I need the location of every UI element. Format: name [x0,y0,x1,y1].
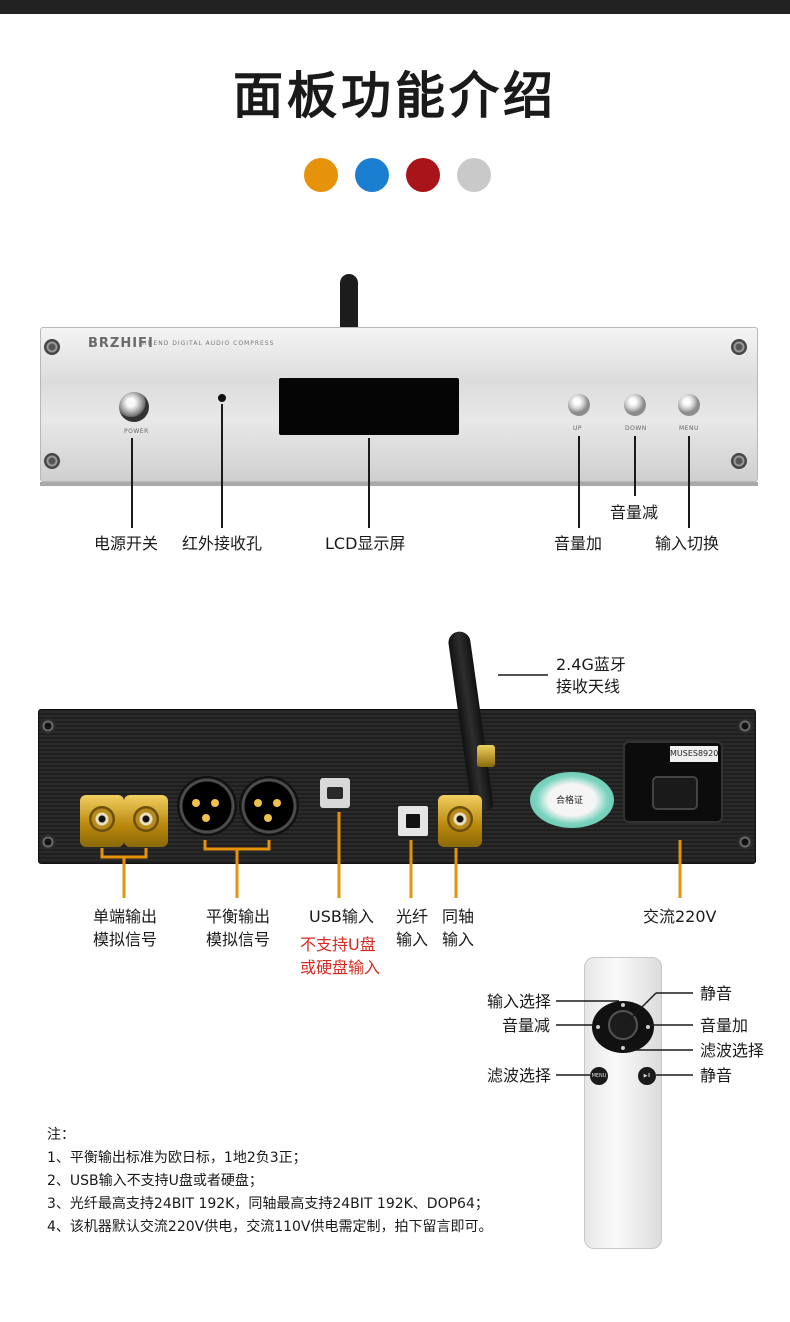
label-power-switch: 电源开关 [94,534,159,553]
top-bar [0,0,790,14]
remote-dot [621,1046,625,1050]
label-single-ended-2: 模拟信号 [93,930,158,949]
note-item: 1、平衡输出标准为欧日标，1地2负3正； [47,1150,307,1166]
remote-label-filter-right: 滤波选择 [700,1041,765,1060]
coaxial-input-port [438,795,482,847]
label-ir-receiver: 红外接收孔 [182,534,263,553]
label-optical-1: 光纤 [396,907,429,926]
up-caption: UP [573,425,583,432]
power-caption: POWER [124,428,149,435]
note-item: 3、光纤最高支持24BIT 192K，同轴最高支持24BIT 192K、DOP6… [47,1196,489,1212]
label-coaxial-2: 输入 [442,930,475,949]
label-usb-input: USB输入 [309,907,374,926]
usb-b-port [320,778,350,808]
ir-receiver [218,394,226,402]
menu-caption: MENU [679,425,699,432]
remote-label-mute-top: 静音 [700,984,733,1003]
label-coaxial-1: 同轴 [442,907,475,926]
color-dot-grey [457,158,491,192]
page-title: 面板功能介绍 [233,67,557,125]
remote-menu-button: MENU [590,1067,608,1085]
remote-dot [621,1003,625,1007]
xlr-pin [264,814,272,822]
notes-heading: 注： [47,1127,75,1143]
screw-icon [40,718,56,734]
label-balanced-1: 平衡输出 [206,907,271,926]
label-lcd-display: LCD显示屏 [325,534,406,553]
sticker-text: 合格证 [556,796,584,806]
screw-icon [44,339,60,355]
screw-icon [731,453,747,469]
down-caption: DOWN [625,425,647,432]
note-item: 2、USB输入不支持U盘或者硬盘； [47,1173,263,1189]
rca-output-right [124,795,168,847]
remote-center-button [608,1010,638,1040]
iec-tag: MUSES8920 [670,746,718,762]
power-knob [119,392,149,422]
label-volume-down: 音量减 [610,503,659,522]
label-input-switch: 输入切换 [655,534,720,553]
color-dot-orange [304,158,338,192]
screw-icon [737,718,753,734]
up-button-knob [568,394,590,416]
rca-output-left [80,795,124,847]
screw-icon [40,834,56,850]
screw-icon [44,453,60,469]
remote-label-volume-up: 音量加 [700,1016,749,1035]
screw-icon [731,339,747,355]
optical-input-port [398,806,428,836]
xlr-pin [211,799,219,807]
xlr-output-right [239,776,299,836]
remote-label-filter-left: 滤波选择 [487,1066,552,1085]
brand-subtitle: HI-END DIGITAL AUDIO COMPRESS [142,340,275,347]
xlr-output-left [177,776,237,836]
remote-play-button: ▶II [638,1067,656,1085]
certificate-sticker [530,772,614,828]
remote-label-mute-bottom: 静音 [700,1066,733,1085]
label-usb-warning-2: 或硬盘输入 [300,958,381,977]
label-ac-power: 交流220V [643,907,717,926]
down-button-knob [624,394,646,416]
lcd-screen [279,378,459,435]
label-usb-warning-1: 不支持U盘 [300,935,376,954]
color-dot-blue [355,158,389,192]
screw-icon [737,834,753,850]
xlr-pin [254,799,262,807]
xlr-pin [192,799,200,807]
label-balanced-2: 模拟信号 [206,930,271,949]
antenna-connector [477,745,495,767]
xlr-pin [202,814,210,822]
front-antenna [340,274,358,329]
xlr-pin [273,799,281,807]
label-optical-2: 输入 [396,930,429,949]
label-antenna-line1: 2.4G蓝牙 [556,655,626,674]
label-antenna-line2: 接收天线 [556,677,621,696]
note-item: 4、该机器默认交流220V供电，交流110V供电需定制，拍下留言即可。 [47,1219,493,1235]
remote-label-input-select: 输入选择 [487,992,552,1011]
remote-dot [596,1025,600,1029]
front-panel-shadow [40,482,758,486]
iec-socket [652,776,698,810]
remote-label-volume-down: 音量减 [502,1016,551,1035]
menu-button-knob [678,394,700,416]
color-dot-red [406,158,440,192]
brand-logo: BRZHIFI [88,336,154,351]
label-single-ended-1: 单端输出 [93,907,158,926]
label-volume-up: 音量加 [554,534,603,553]
remote-dot [646,1025,650,1029]
